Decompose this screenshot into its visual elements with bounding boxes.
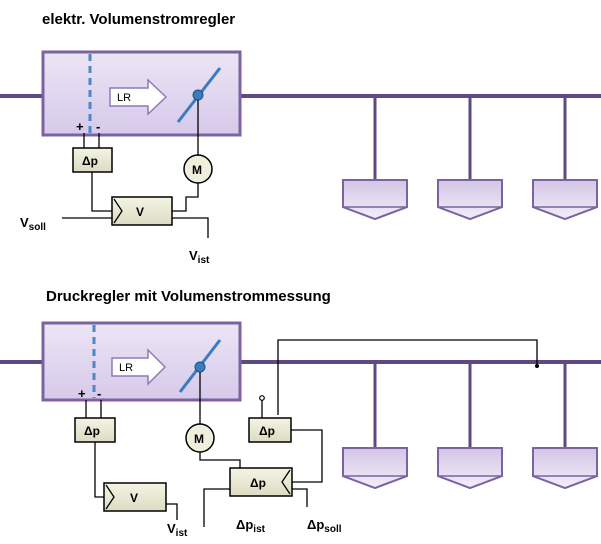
volume-controller-label: V [130, 491, 138, 505]
controller-housing [41, 321, 242, 402]
v-ist-label: Vist [167, 521, 188, 539]
dp-sensor-box [74, 417, 116, 443]
volume-controller-label: V [136, 205, 144, 219]
minus-sign: - [97, 386, 101, 401]
air-terminal-2 [437, 179, 503, 221]
lr-label: LR [117, 92, 131, 104]
airflow-arrow-icon [111, 348, 167, 386]
branch-ducts [373, 362, 567, 448]
motor-label: M [192, 163, 202, 177]
air-terminal-3 [532, 179, 598, 221]
dp-sensor-label-2: Δp [259, 424, 275, 438]
motor-label: M [194, 432, 204, 446]
airflow-arrow-icon [109, 78, 168, 116]
air-terminal-3 [532, 447, 598, 490]
section-2-pressure-controller: Druckregler mit Volumenstrommessung LR [0, 288, 601, 539]
section-1-volume-flow-controller: elektr. Volumenstromregler LR + [0, 11, 601, 266]
v-ist-label: Vist [189, 248, 210, 266]
section-1-title: elektr. Volumenstromregler [42, 11, 235, 28]
pressure-measurement-line [277, 339, 538, 415]
air-terminal-1 [342, 447, 408, 490]
air-terminal-1 [342, 179, 408, 221]
dp-sensor-label: Δp [84, 424, 100, 438]
dp-sensor-box-2 [248, 417, 292, 443]
air-terminals [342, 179, 598, 221]
damper-pivot-icon [194, 361, 206, 373]
pressure-controller-label: Δp [250, 476, 266, 490]
air-terminals [342, 447, 598, 490]
branch-ducts [373, 96, 567, 180]
dp-sensor-box [72, 147, 113, 173]
plus-sign: + [76, 119, 84, 134]
damper-pivot-icon [192, 89, 204, 101]
section-2-title: Druckregler mit Volumenstrommessung [46, 288, 331, 305]
v-soll-label: Vsoll [20, 215, 46, 233]
minus-sign: - [96, 119, 100, 134]
dp-sensor-label: Δp [82, 154, 98, 168]
plus-sign: + [78, 386, 86, 401]
dp-ist-label: Δpist [236, 517, 266, 535]
dp-soll-label: Δpsoll [307, 517, 342, 535]
lr-label: LR [119, 362, 133, 374]
air-terminal-2 [437, 447, 503, 490]
